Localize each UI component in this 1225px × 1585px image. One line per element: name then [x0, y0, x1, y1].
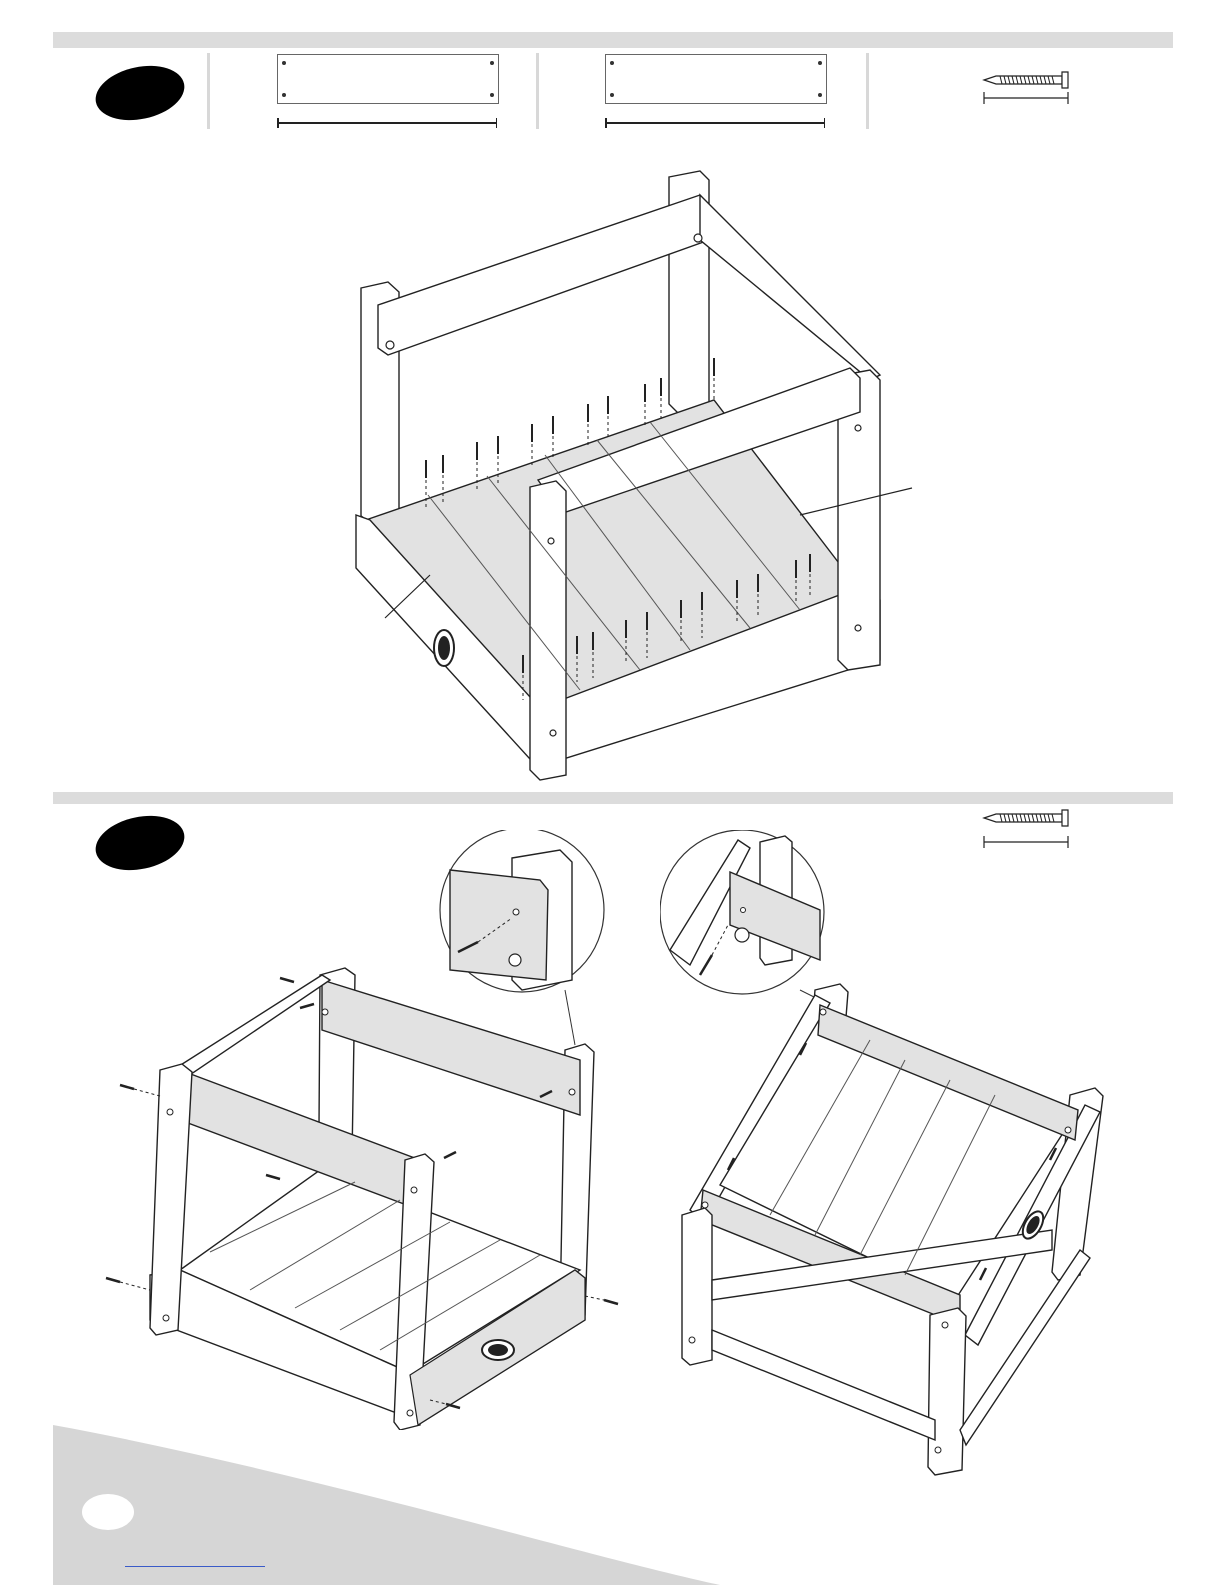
- logo-emblem-icon: [482, 1340, 514, 1360]
- step-2-assembly-drawing-left: [100, 830, 640, 1430]
- footer-link[interactable]: [125, 1566, 265, 1567]
- step-2-assembly-drawing-right: [660, 830, 1110, 1490]
